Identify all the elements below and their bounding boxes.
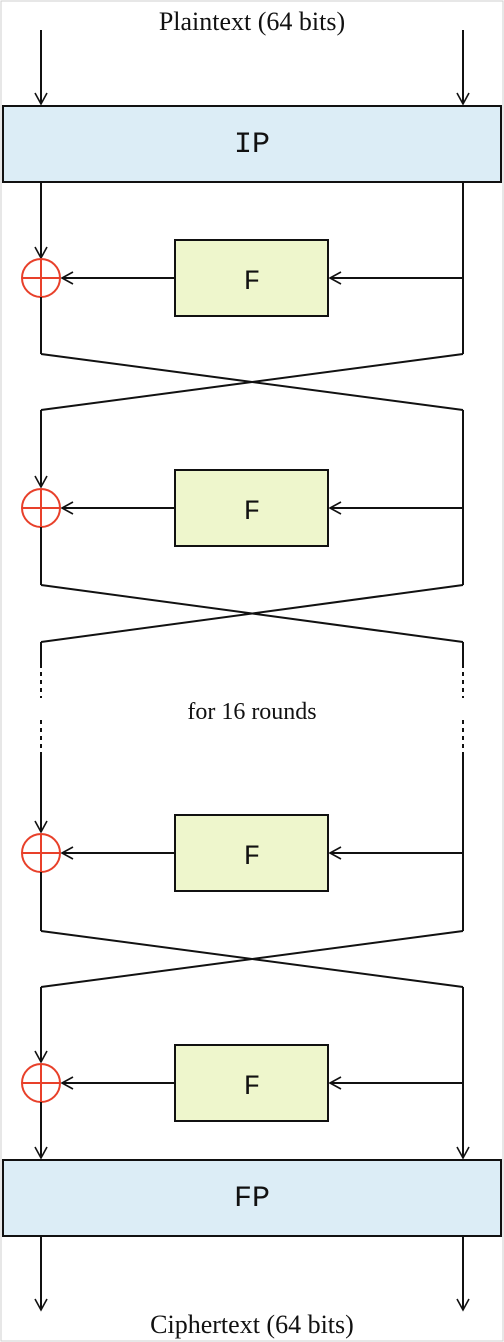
round2-f-box — [174, 469, 329, 547]
rounds-label: for 16 rounds — [187, 699, 316, 725]
round16-f-box — [174, 1044, 329, 1122]
round15-xor-icon — [21, 833, 61, 873]
ciphertext-label: Ciphertext (64 bits) — [150, 1310, 354, 1339]
round2-xor-icon — [21, 488, 61, 528]
round15-f-label: F — [244, 842, 261, 873]
round16-f-label: F — [244, 1072, 261, 1103]
fp-label: FP — [234, 1182, 270, 1216]
round1-xor-icon — [21, 258, 61, 298]
fp-box — [2, 1159, 502, 1237]
plaintext-label: Plaintext (64 bits) — [159, 7, 345, 36]
crossover2-b — [40, 584, 464, 643]
ip-label: IP — [234, 128, 270, 162]
ip-box — [2, 105, 502, 183]
round2-f-label: F — [244, 497, 261, 528]
round1-f-label: F — [244, 267, 261, 298]
crossover1-b — [40, 353, 464, 411]
crossover3-b — [40, 930, 464, 988]
round16-xor-icon — [21, 1063, 61, 1103]
